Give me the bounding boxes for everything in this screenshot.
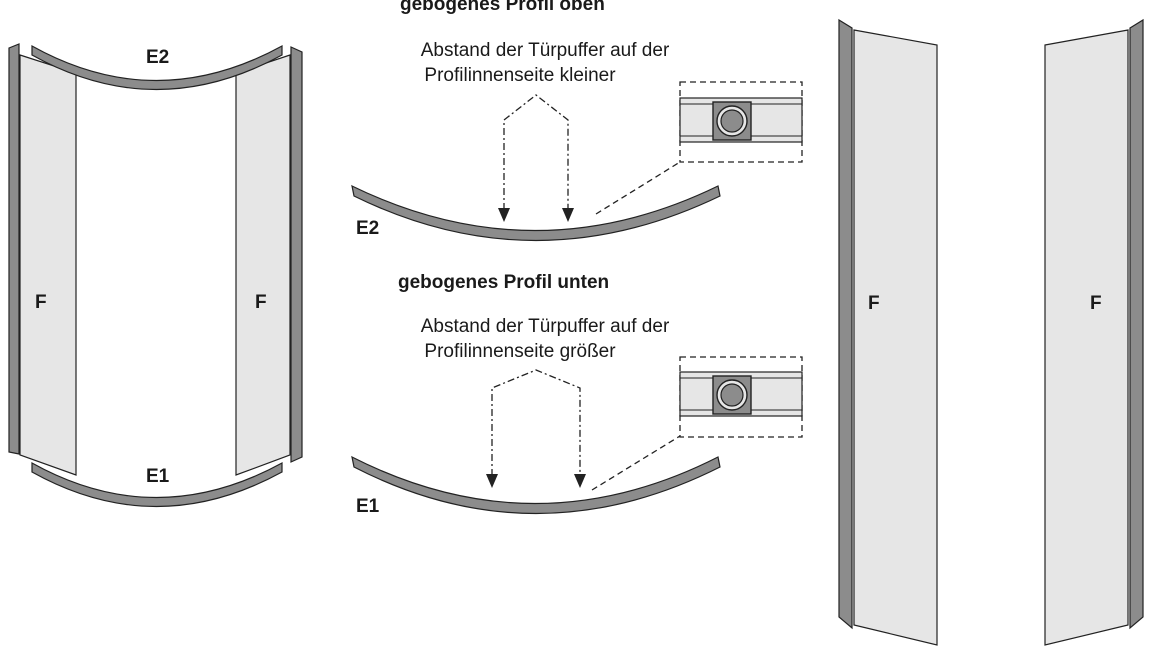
arrow-head-top-right [562, 208, 574, 222]
tall-panel-right-glass [1044, 29, 1129, 646]
tall-panel-right-profile [1129, 18, 1144, 630]
label-f-tall-right: F [1090, 293, 1102, 314]
label-e1-middle: E1 [356, 496, 380, 517]
left-vertical-profile [8, 43, 20, 455]
top-profile-detail [351, 81, 803, 242]
curved-profile-bottom [351, 455, 721, 515]
zoom-connector-top [595, 161, 681, 215]
heading-bottom-profile: gebogenes Profil unten [398, 272, 610, 293]
top-curved-profile-e2 [31, 44, 283, 90]
left-glass-panel [19, 54, 77, 476]
label-f-left-panel: F [35, 292, 47, 313]
label-e2-middle: E2 [356, 218, 380, 239]
right-glass-panel [235, 54, 291, 476]
desc-top-line2: Profilinnenseite kleiner [424, 65, 616, 86]
arrow-head-bottom-left [486, 474, 498, 488]
door-buffer-core-top [720, 109, 744, 133]
label-e1-left: E1 [146, 466, 170, 487]
zoom-connector-bottom [591, 435, 681, 491]
label-e2-left: E2 [146, 47, 170, 68]
left-assembly [8, 43, 303, 507]
door-buffer-core-bottom [720, 383, 744, 407]
dashdot-guide-bottom [491, 369, 581, 476]
tall-panel-left-profile [838, 18, 853, 630]
desc-bottom-line2: Profilinnenseite größer [424, 341, 616, 362]
desc-top-line1: Abstand der Türpuffer auf der [420, 40, 670, 61]
curved-profile-top [351, 184, 721, 242]
tall-panel-left-glass [853, 29, 938, 646]
desc-bottom-line1: Abstand der Türpuffer auf der [420, 316, 670, 337]
tall-panel-left-assembly [838, 18, 938, 646]
tall-panel-right-assembly [1044, 18, 1144, 646]
heading-top-profile: gebogenes Profil oben [400, 0, 605, 15]
dashdot-guide-top [503, 94, 569, 210]
arrow-head-top-left [498, 208, 510, 222]
label-f-tall-left: F [868, 293, 880, 314]
label-f-right-panel: F [255, 292, 267, 313]
bottom-curved-profile-e1 [31, 461, 283, 507]
right-vertical-profile [290, 46, 303, 463]
bottom-profile-detail [351, 356, 803, 515]
arrow-head-bottom-right [574, 474, 586, 488]
